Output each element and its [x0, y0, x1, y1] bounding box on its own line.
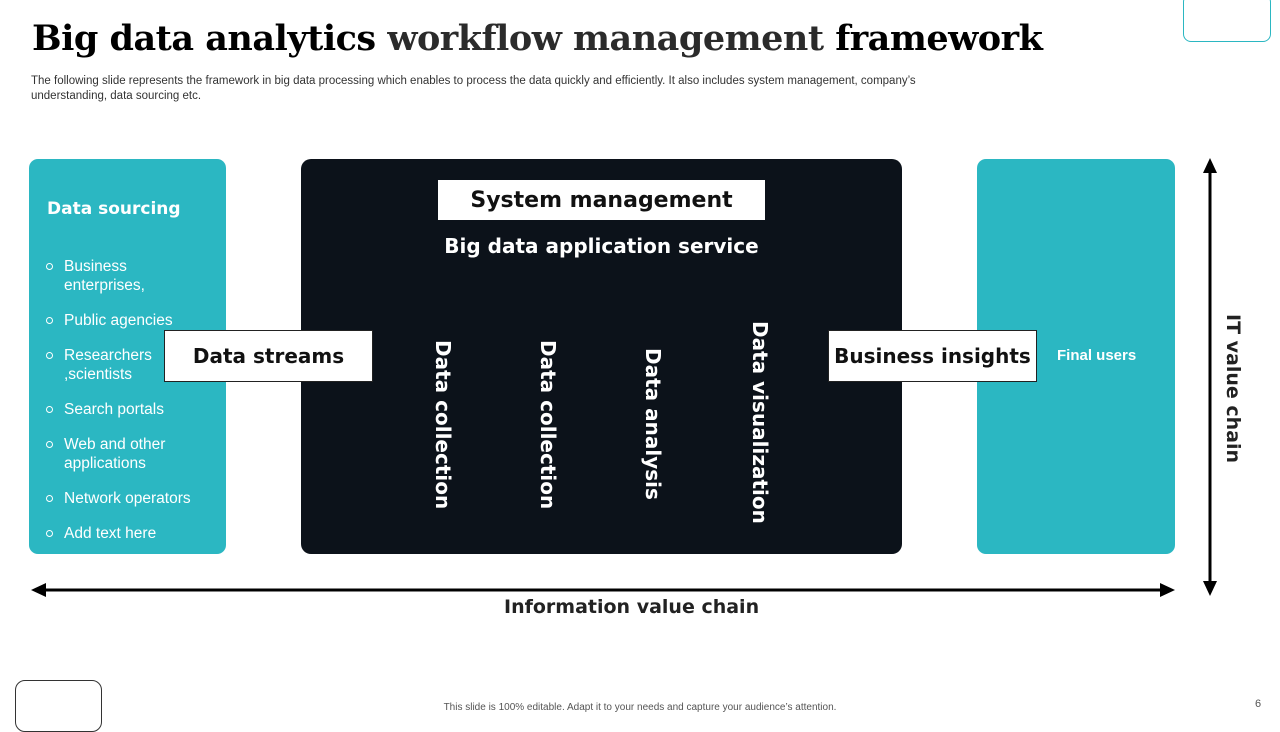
title-part-1: Big data analytics — [32, 18, 388, 59]
bullet-icon — [46, 317, 53, 324]
it-value-chain-label: IT value chain — [1222, 314, 1244, 464]
system-management-box: System management — [438, 180, 765, 220]
stage-data-analysis: Data analysis — [641, 348, 665, 500]
top-right-placeholder — [1183, 0, 1271, 42]
bullet-icon — [46, 495, 53, 502]
application-service-panel: System management Big data application s… — [301, 159, 902, 554]
data-streams-box: Data streams — [164, 330, 373, 382]
title-part-2: workflow management — [387, 18, 836, 59]
bullet-icon — [46, 263, 53, 270]
it-value-chain-arrow — [1203, 158, 1217, 596]
information-value-chain-label: Information value chain — [504, 596, 760, 618]
list-item: Network operators — [46, 489, 191, 508]
title-part-3: framework — [835, 18, 1043, 59]
stage-data-collection-1: Data collection — [431, 340, 455, 510]
bullet-icon — [46, 406, 53, 413]
slide-subtitle: The following slide represents the frame… — [31, 75, 916, 102]
list-item: Public agencies — [46, 311, 191, 330]
stage-data-visualization: Data visualization — [748, 321, 772, 524]
list-item: Search portals — [46, 400, 191, 419]
bullet-icon — [46, 530, 53, 537]
slide-title: Big data analytics workflow management f… — [32, 18, 1043, 59]
bullet-icon — [46, 441, 53, 448]
footer-note: This slide is 100% editable. Adapt it to… — [443, 702, 837, 713]
final-users-label: Final users — [1057, 347, 1137, 364]
bullet-icon — [46, 352, 53, 359]
list-item: Researchers,scientists — [46, 346, 191, 384]
app-service-label: Big data application service — [444, 234, 759, 258]
stage-data-collection-2: Data collection — [536, 340, 560, 510]
business-insights-box: Business insights — [828, 330, 1037, 382]
data-sourcing-heading: Data sourcing — [47, 199, 181, 219]
list-item: Add text here — [46, 524, 191, 543]
information-value-chain-arrow — [31, 583, 1175, 597]
page-number: 6 — [1255, 698, 1262, 710]
